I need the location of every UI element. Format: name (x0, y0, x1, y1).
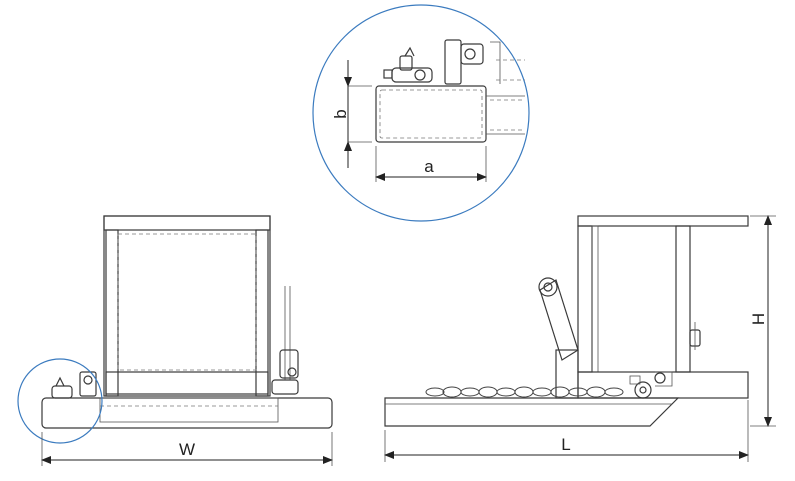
dimension-a-label: a (424, 157, 434, 176)
dimension-h-label: H (749, 313, 768, 325)
dimension-l-label: L (561, 435, 570, 454)
top-rail (577, 215, 749, 227)
front-view: W (17, 215, 333, 466)
cage-frame (103, 215, 271, 397)
side-view: H L (384, 215, 776, 462)
hook-assembly (629, 371, 673, 399)
detail-marker-circle (17, 358, 103, 444)
dimension-b-label: b (331, 109, 350, 118)
chain (425, 386, 624, 398)
detail-circle (312, 4, 530, 222)
lock-hardware-right (271, 349, 299, 395)
dimension-w-label: W (179, 440, 195, 459)
lever-arm (538, 277, 579, 399)
tube-section (375, 85, 487, 143)
lock-hardware-left (51, 371, 97, 399)
skid (384, 397, 680, 427)
clamp-hardware-left (383, 46, 433, 83)
base (41, 397, 333, 429)
clamp-hardware-right (444, 39, 525, 85)
detail-view: b a (312, 4, 530, 222)
